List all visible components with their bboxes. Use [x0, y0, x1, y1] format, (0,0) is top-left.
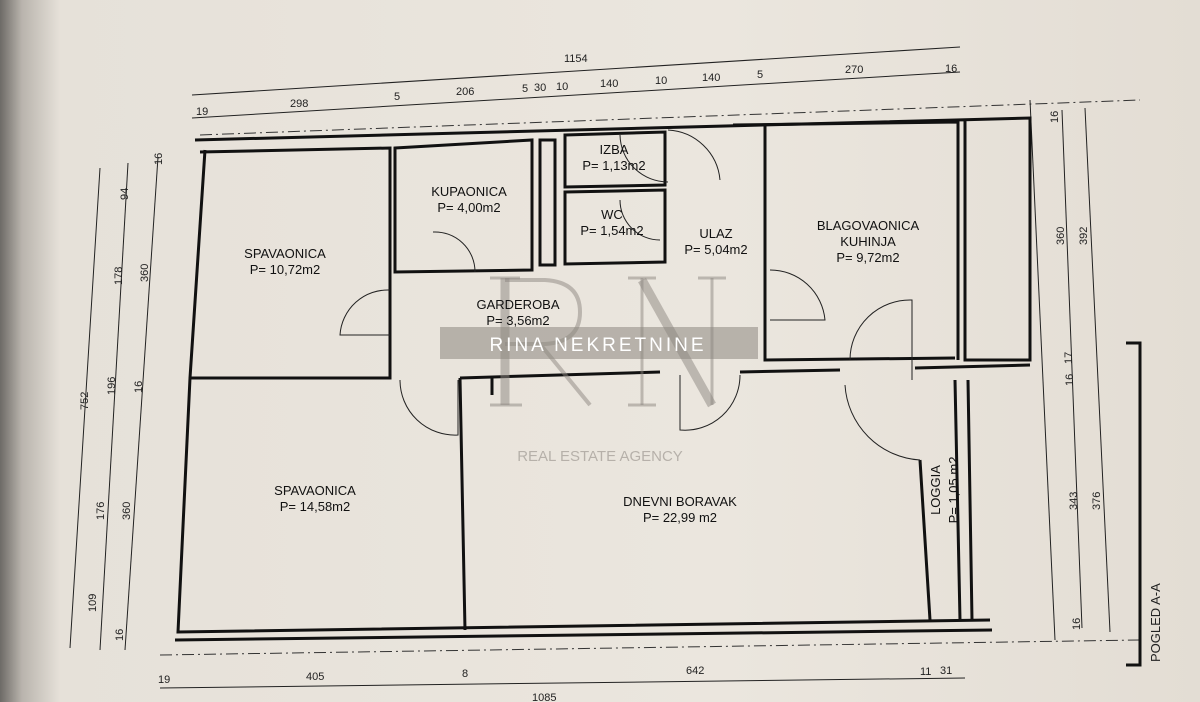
dim: 376: [1091, 492, 1103, 510]
dim: 19: [196, 106, 208, 118]
dim: 31: [940, 665, 952, 677]
room-blagovaonica-area: P= 9,72m2: [836, 250, 899, 265]
dim: 642: [686, 665, 704, 677]
dim: 109: [87, 594, 99, 612]
room-dnevni-boravak-area: P= 22,99 m2: [643, 510, 717, 525]
room-spavaonica-2-area: P= 14,58m2: [280, 499, 350, 514]
dim: 30: [534, 82, 546, 94]
walls: [174, 116, 1032, 642]
dim: 17: [1063, 352, 1075, 364]
room-labels: SPAVAONICA P= 10,72m2 KUPAONICA P= 4,00m…: [244, 142, 961, 525]
watermark: RINA NEKRETNINE REAL ESTATE AGENCY: [440, 276, 758, 465]
dim: 392: [1078, 227, 1090, 245]
dim: 270: [845, 64, 863, 76]
dim: 5: [522, 83, 528, 95]
doors: [339, 129, 921, 461]
room-loggia-name: LOGGIA: [928, 465, 943, 515]
watermark-tagline: REAL ESTATE AGENCY: [517, 448, 683, 465]
dim: 140: [600, 78, 618, 90]
dim: 360: [1055, 227, 1067, 245]
dim: 19: [158, 674, 170, 686]
dim: 16: [1049, 111, 1061, 123]
dim: 178: [113, 267, 125, 285]
room-spavaonica-2-name: SPAVAONICA: [274, 483, 356, 498]
room-loggia-area: P= 1,05 m2: [946, 457, 961, 524]
room-spavaonica-1-area: P= 10,72m2: [250, 262, 320, 277]
dim: 16: [945, 63, 957, 75]
room-garderoba-area: P= 3,56m2: [486, 313, 549, 328]
dim-left-total: 752: [79, 392, 91, 410]
watermark-brand: RINA NEKRETNINE: [489, 335, 706, 356]
room-ulaz-area: P= 5,04m2: [684, 242, 747, 257]
dim: 10: [556, 81, 568, 93]
room-spavaonica-1-name: SPAVAONICA: [244, 246, 326, 261]
dim: 405: [306, 671, 324, 683]
room-kuhinja-name: KUHINJA: [840, 234, 896, 249]
dim: 5: [394, 91, 400, 103]
room-dnevni-boravak-name: DNEVNI BORAVAK: [623, 494, 737, 509]
dim: 8: [462, 668, 468, 680]
dim: 140: [702, 72, 720, 84]
dim: 16: [114, 629, 126, 641]
dim: 206: [456, 86, 474, 98]
dim: 16: [153, 153, 165, 165]
dim: 343: [1068, 492, 1080, 510]
dim: 16: [133, 381, 145, 393]
dim: 360: [121, 502, 133, 520]
room-izba-name: IZBA: [600, 142, 629, 157]
dim: 176: [95, 502, 107, 520]
room-wc-area: P= 1,54m2: [580, 223, 643, 238]
dimension-texts: 1154 19 298 5 206 5 30 10 140 10 140 5 2…: [79, 53, 1103, 702]
room-wc-name: WC: [601, 207, 623, 222]
room-kupaonica-area: P= 4,00m2: [437, 200, 500, 215]
room-kupaonica-name: KUPAONICA: [431, 184, 507, 199]
section-label: POGLED A-A: [1148, 583, 1163, 662]
section-marker: [1126, 341, 1142, 667]
room-ulaz-name: ULAZ: [699, 226, 732, 241]
room-garderoba-name: GARDEROBA: [476, 297, 559, 312]
dim: 10: [655, 75, 667, 87]
dim: 360: [139, 264, 151, 282]
dim: 196: [106, 377, 118, 395]
room-izba-area: P= 1,13m2: [582, 158, 645, 173]
dim-bottom-total: 1085: [532, 692, 556, 702]
dim: 94: [119, 188, 131, 200]
room-blagovaonica-name: BLAGOVAONICA: [817, 218, 920, 233]
dim: 11: [920, 666, 931, 678]
dim: 16: [1071, 618, 1083, 630]
dim-top-total: 1154: [564, 53, 588, 65]
dim: 298: [290, 98, 308, 110]
dimension-lines: [69, 46, 1111, 689]
dim: 5: [757, 69, 763, 81]
dim: 16: [1064, 374, 1076, 386]
